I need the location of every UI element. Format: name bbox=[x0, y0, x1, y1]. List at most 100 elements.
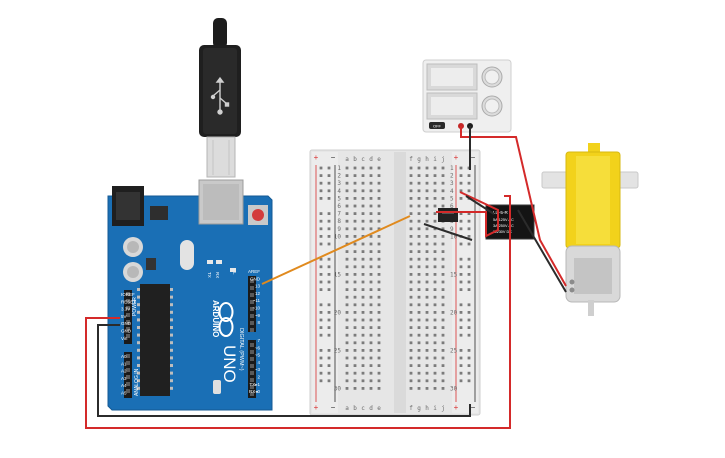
relay-text-line-3: 3A/250V AC bbox=[493, 224, 514, 228]
usb-cable[interactable] bbox=[199, 18, 241, 178]
header-pin[interactable] bbox=[126, 375, 130, 379]
digital-pin-label: 13 bbox=[255, 284, 261, 289]
breadboard-row-number: 25 bbox=[450, 347, 458, 354]
power-switch[interactable] bbox=[429, 122, 445, 129]
digital-label: DIGITAL (PWM~) bbox=[238, 328, 244, 371]
chip-pins bbox=[137, 288, 173, 390]
header-pin[interactable] bbox=[126, 299, 130, 303]
header-pin[interactable] bbox=[250, 350, 254, 354]
power-pin-label: 5V bbox=[121, 314, 127, 319]
wire-5v-red[interactable] bbox=[85, 195, 511, 429]
header-pin[interactable] bbox=[126, 368, 130, 372]
header-pin[interactable] bbox=[126, 389, 130, 393]
header-pin[interactable] bbox=[250, 328, 254, 332]
current-knob[interactable] bbox=[481, 95, 503, 117]
arduino-model-text: UNO bbox=[220, 345, 239, 383]
rail-minus-sign: − bbox=[331, 153, 336, 162]
breadboard-column-letter: i bbox=[433, 156, 437, 163]
header-pin[interactable] bbox=[250, 293, 254, 297]
header-pin[interactable] bbox=[126, 334, 130, 338]
atmega-chip bbox=[140, 284, 170, 396]
led-label: L bbox=[232, 272, 237, 275]
digital-pin-label: GND bbox=[250, 276, 261, 281]
wire-gnd-black[interactable] bbox=[97, 324, 471, 417]
digital-pin-label: ~11 bbox=[253, 298, 261, 303]
breadboard-row-number: 4 bbox=[450, 188, 454, 195]
voltage-knob[interactable] bbox=[481, 66, 503, 88]
rail-minus-sign: − bbox=[471, 403, 476, 412]
dc-power-supply[interactable]: OFF bbox=[422, 59, 512, 133]
breadboard-column-letter: b bbox=[353, 156, 357, 163]
digital-pin-label: ~6 bbox=[255, 345, 261, 350]
breadboard-row-number: 6 bbox=[450, 203, 454, 210]
header-pin[interactable] bbox=[126, 382, 130, 386]
breadboard-column-letter: d bbox=[369, 405, 373, 412]
breadboard-column-letter: h bbox=[425, 156, 429, 163]
wire-supply-positive-red[interactable] bbox=[460, 126, 567, 287]
header-pin[interactable] bbox=[126, 313, 130, 317]
rail-plus-sign: + bbox=[454, 153, 459, 162]
dc-gear-motor[interactable] bbox=[541, 143, 639, 316]
breadboard-row-number: 9 bbox=[337, 226, 341, 233]
header-pin[interactable] bbox=[250, 371, 254, 375]
breadboard-row-number: 3 bbox=[337, 180, 341, 187]
breadboard-column-letter: i bbox=[433, 405, 437, 412]
breadboard-row-number: 2 bbox=[337, 173, 341, 180]
header-pin[interactable] bbox=[250, 307, 254, 311]
power-pin-label: 3.3V bbox=[121, 307, 130, 312]
power-pin-label: GND bbox=[121, 321, 132, 326]
breadboard-column-letter: b bbox=[353, 405, 357, 412]
breadboard-column-letter: f bbox=[409, 405, 413, 412]
breadboard-row-number: 15 bbox=[334, 271, 342, 278]
wire-breadboard-black-1[interactable] bbox=[465, 195, 495, 215]
relay-text-line-2: 5A/125V AC bbox=[493, 218, 514, 222]
breadboard-row-number: 5 bbox=[337, 195, 341, 202]
breadboard-row-number: 8 bbox=[337, 218, 341, 225]
arduino-brand-text: ARDUINO bbox=[211, 300, 220, 337]
breadboard-row-number: 10 bbox=[334, 233, 342, 240]
relay-text-line-4: 3A/30V DC bbox=[493, 230, 512, 234]
breadboard-column-letter: c bbox=[361, 156, 365, 163]
header-pin[interactable] bbox=[250, 321, 254, 325]
analog-label: ANALOG IN bbox=[134, 368, 140, 396]
breadboard-column-letter: c bbox=[361, 405, 365, 412]
wire-relay-red-loop[interactable] bbox=[436, 191, 499, 238]
rail-plus-sign: + bbox=[314, 403, 319, 412]
header-pin[interactable] bbox=[126, 306, 130, 310]
header-pin[interactable] bbox=[250, 279, 254, 283]
rail-minus-sign: − bbox=[331, 403, 336, 412]
header-pin[interactable] bbox=[126, 292, 130, 296]
breadboard-row-number: 1 bbox=[337, 165, 341, 172]
wire-breadboard-black-2[interactable] bbox=[423, 223, 473, 241]
digital-pin-label: RX◂0 bbox=[249, 389, 261, 394]
breadboard-row-number: 6 bbox=[337, 203, 341, 210]
rail-plus-sign: + bbox=[454, 403, 459, 412]
breadboard-column-letter: g bbox=[417, 405, 421, 412]
breadboard-holes bbox=[319, 166, 471, 390]
digital-pin-label: AREF bbox=[248, 269, 260, 274]
header-pin[interactable] bbox=[250, 300, 254, 304]
wire-relay-to-motor-black[interactable] bbox=[517, 209, 567, 293]
header-pin[interactable] bbox=[250, 357, 254, 361]
header-pin[interactable] bbox=[126, 327, 130, 331]
header-pin[interactable] bbox=[250, 392, 254, 396]
header-pin[interactable] bbox=[250, 286, 254, 290]
led-label: RX bbox=[215, 272, 220, 278]
breadboard-column-letter: a bbox=[345, 405, 349, 412]
breadboard-row-number: 4 bbox=[337, 188, 341, 195]
transistor[interactable] bbox=[438, 208, 458, 222]
header-pin[interactable] bbox=[250, 343, 254, 347]
wire-pin13-orange[interactable] bbox=[261, 215, 411, 285]
header-pin[interactable] bbox=[126, 320, 130, 324]
arduino-uno-board[interactable]: ARDUINO UNO DIGITAL (PWM~) POWER ANALOG … bbox=[107, 179, 273, 411]
header-pin[interactable] bbox=[126, 361, 130, 365]
header-pin[interactable] bbox=[250, 378, 254, 382]
header-pin[interactable] bbox=[250, 314, 254, 318]
header-pin[interactable] bbox=[250, 364, 254, 368]
digital-pin-label: 2 bbox=[257, 375, 260, 380]
digital-pin-label: 4 bbox=[257, 360, 260, 365]
header-pin[interactable] bbox=[250, 385, 254, 389]
header-pin[interactable] bbox=[126, 354, 130, 358]
